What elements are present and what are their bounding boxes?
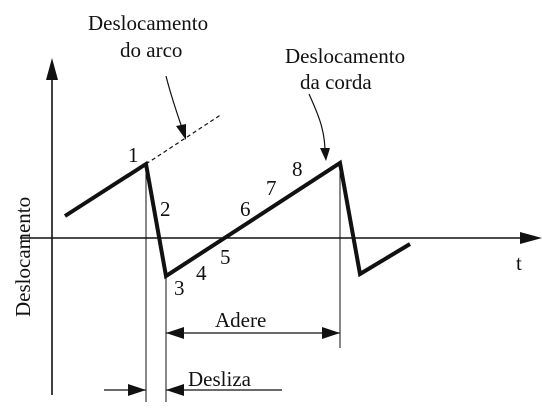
y-axis-arrow-icon — [46, 58, 58, 80]
stick-label: Adere — [215, 308, 266, 332]
bow-label-line2: do arco — [120, 38, 182, 62]
string-label-line1: Deslocamento — [285, 44, 405, 68]
point-label-7: 7 — [266, 176, 277, 200]
point-label-6: 6 — [240, 197, 251, 221]
string-label-arrow-icon — [320, 148, 330, 161]
string-label-leader — [308, 93, 326, 153]
slip-right-arrow-icon — [166, 384, 184, 396]
point-label-4: 4 — [196, 261, 207, 285]
point-label-2: 2 — [160, 197, 171, 221]
slip-left-arrow-icon — [128, 384, 146, 396]
x-axis-arrow-icon — [520, 232, 542, 244]
bow-label-arrow-icon — [176, 124, 186, 140]
point-label-3: 3 — [174, 276, 185, 300]
bow-displacement-dashed-line — [145, 113, 223, 165]
string-displacement-curve — [63, 159, 412, 280]
y-axis-label: Deslocamento — [11, 197, 35, 317]
point-label-5: 5 — [220, 245, 231, 269]
stick-left-arrow-icon — [166, 327, 184, 339]
x-axis-label: t — [516, 251, 522, 275]
stick-right-arrow-icon — [322, 327, 340, 339]
bow-label-line1: Deslocamento — [88, 11, 208, 35]
point-label-8: 8 — [292, 157, 303, 181]
string-label-line2: da corda — [300, 70, 372, 94]
point-label-1: 1 — [128, 143, 139, 167]
slip-label: Desliza — [188, 367, 252, 391]
bow-label-leader — [165, 75, 183, 129]
